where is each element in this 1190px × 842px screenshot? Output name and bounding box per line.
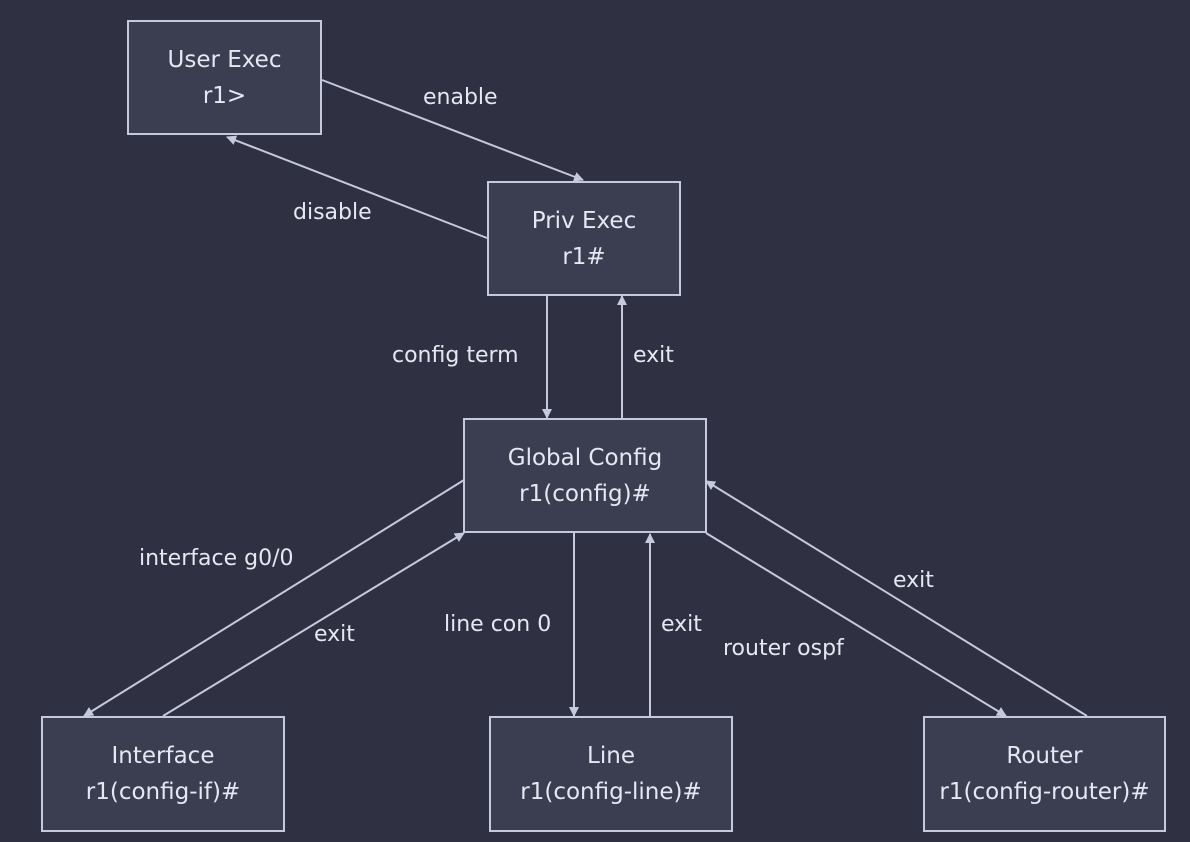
node-interface-title: Interface bbox=[111, 743, 215, 769]
label-exit-interface: exit bbox=[314, 622, 355, 647]
node-user-exec-title: User Exec bbox=[167, 46, 282, 73]
node-global-config-title: Global Config bbox=[507, 444, 663, 471]
label-disable: disable bbox=[293, 200, 372, 225]
arrow-enable bbox=[321, 79, 584, 182]
node-user-exec: User Exec r1> bbox=[127, 20, 322, 135]
arrow-exit-router bbox=[705, 480, 1088, 717]
label-config-term: config term bbox=[392, 343, 519, 368]
label-interface-g0: interface g0/0 bbox=[139, 546, 294, 571]
label-exit-line: exit bbox=[661, 612, 702, 637]
node-router-title: Router bbox=[1006, 743, 1083, 769]
node-line-prompt: r1(config-line)# bbox=[520, 779, 702, 805]
arrow-disable bbox=[226, 135, 488, 239]
node-priv-exec-title: Priv Exec bbox=[531, 207, 637, 234]
node-user-exec-prompt: r1> bbox=[202, 82, 247, 109]
node-interface: Interface r1(config-if)# bbox=[41, 716, 285, 832]
label-enable: enable bbox=[423, 85, 498, 110]
arrow-exit-interface bbox=[162, 532, 465, 717]
arrow-router-ospf bbox=[705, 532, 1007, 717]
node-router-prompt: r1(config-router)# bbox=[939, 779, 1150, 805]
node-priv-exec-prompt: r1# bbox=[562, 243, 606, 270]
label-router-ospf: router ospf bbox=[723, 636, 844, 661]
node-interface-prompt: r1(config-if)# bbox=[85, 779, 241, 805]
node-router: Router r1(config-router)# bbox=[923, 716, 1166, 832]
node-line-title: Line bbox=[587, 743, 635, 769]
arrow-interface-g0 bbox=[83, 479, 465, 717]
label-line-con: line con 0 bbox=[444, 612, 552, 637]
label-exit-router: exit bbox=[893, 568, 934, 593]
label-exit-priv: exit bbox=[633, 343, 674, 368]
node-global-config: Global Config r1(config)# bbox=[463, 418, 707, 533]
node-priv-exec: Priv Exec r1# bbox=[487, 181, 681, 296]
node-global-config-prompt: r1(config)# bbox=[519, 480, 651, 507]
node-line: Line r1(config-line)# bbox=[489, 716, 733, 832]
